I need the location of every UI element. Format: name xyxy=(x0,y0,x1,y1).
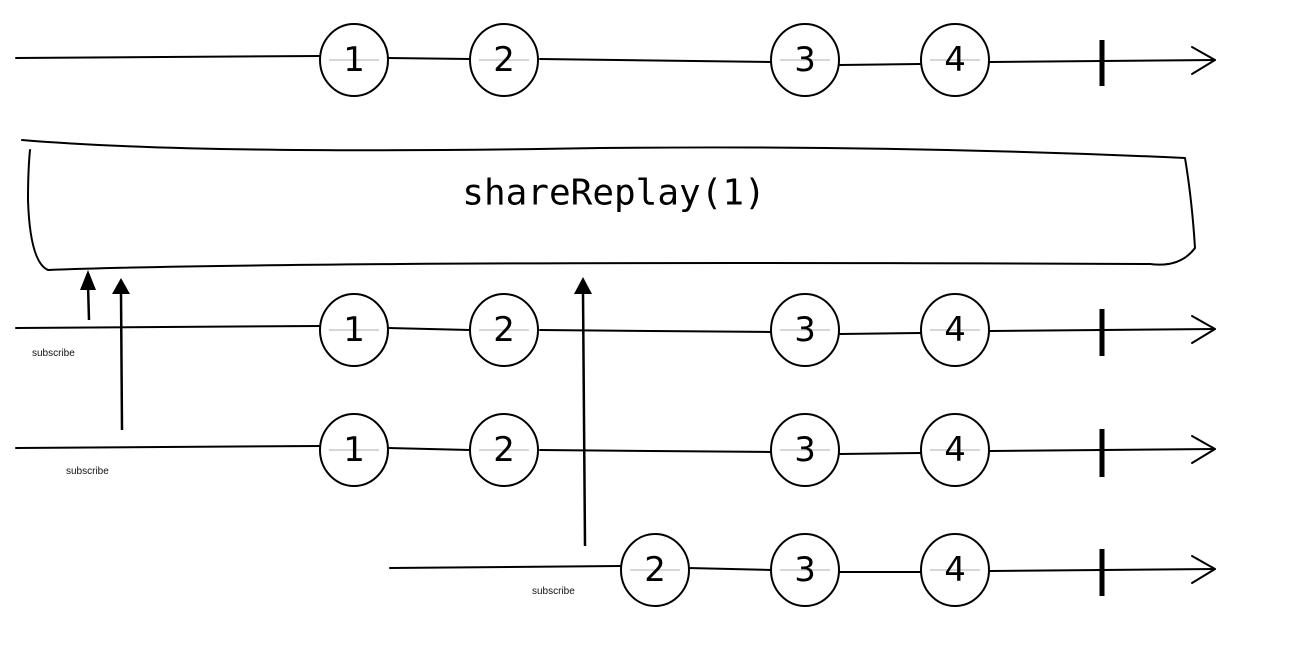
source-line xyxy=(15,55,1216,66)
subscriber-2-subscribe-label: subscribe xyxy=(66,466,109,477)
subscriber-1-marble-1-label: 1 xyxy=(343,310,365,350)
subscriber-2-timeline: subscribe 1 2 3 4 xyxy=(15,413,1216,487)
subscriber-2-marble-3-label: 3 xyxy=(794,430,816,470)
source-marble-4-label: 4 xyxy=(944,40,966,80)
source-arrowhead xyxy=(1191,46,1216,75)
subscriber-1-marble-4: 4 xyxy=(920,293,990,367)
operator-box-outline xyxy=(21,139,1196,271)
source-marble-4: 4 xyxy=(920,23,990,97)
subscriber-2-marble-2: 2 xyxy=(469,413,539,487)
source-marble-3-label: 3 xyxy=(794,40,816,80)
source-marble-3: 3 xyxy=(770,23,840,97)
subscriber-3-marble-4-label: 4 xyxy=(944,550,966,590)
subscriber-3-marble-2: 2 xyxy=(620,533,690,607)
subscribe-arrow-3 xyxy=(574,277,592,547)
subscribe-arrow-2 xyxy=(112,278,130,431)
subscriber-1-marble-2-label: 2 xyxy=(493,310,515,350)
operator-box: shareReplay(1) xyxy=(21,139,1196,271)
subscriber-1-timeline: subscribe 1 2 3 4 xyxy=(15,293,1216,367)
operator-label: shareReplay(1) xyxy=(462,173,765,214)
subscriber-2-marble-4: 4 xyxy=(920,413,990,487)
subscriber-3-marble-3: 3 xyxy=(770,533,840,607)
subscriber-3-arrowhead xyxy=(1191,555,1216,584)
subscriber-1-marble-2: 2 xyxy=(469,293,539,367)
subscriber-2-marble-4-label: 4 xyxy=(944,430,966,470)
subscriber-1-arrowhead xyxy=(1191,315,1216,344)
subscriber-1-marble-4-label: 4 xyxy=(944,310,966,350)
subscriber-2-marble-1: 1 xyxy=(319,413,389,487)
source-marble-1-label: 1 xyxy=(343,40,365,80)
subscriber-1-marble-3-label: 3 xyxy=(794,310,816,350)
subscriber-3-marble-3-label: 3 xyxy=(794,550,816,590)
subscriber-3-marble-4: 4 xyxy=(920,533,990,607)
source-marble-2: 2 xyxy=(469,23,539,97)
source-marble-1: 1 xyxy=(319,23,389,97)
subscriber-3-marble-2-label: 2 xyxy=(644,550,666,590)
subscriber-2-line xyxy=(15,445,1216,455)
subscriber-1-subscribe-label: subscribe xyxy=(32,348,75,359)
subscriber-2-marble-1-label: 1 xyxy=(343,430,365,470)
subscribe-arrow-1 xyxy=(80,270,96,321)
subscriber-3-timeline: subscribe 2 3 4 xyxy=(389,533,1216,607)
subscriber-3-subscribe-label: subscribe xyxy=(532,586,575,597)
subscriber-2-marble-2-label: 2 xyxy=(493,430,515,470)
subscriber-2-marble-3: 3 xyxy=(770,413,840,487)
subscriber-3-line xyxy=(389,565,1216,573)
subscriber-2-arrowhead xyxy=(1191,435,1216,464)
subscriber-1-marble-3: 3 xyxy=(770,293,840,367)
source-timeline: 1 2 3 4 xyxy=(15,23,1216,97)
source-marble-2-label: 2 xyxy=(493,40,515,80)
subscriber-1-line xyxy=(15,325,1216,335)
subscriber-1-marble-1: 1 xyxy=(319,293,389,367)
